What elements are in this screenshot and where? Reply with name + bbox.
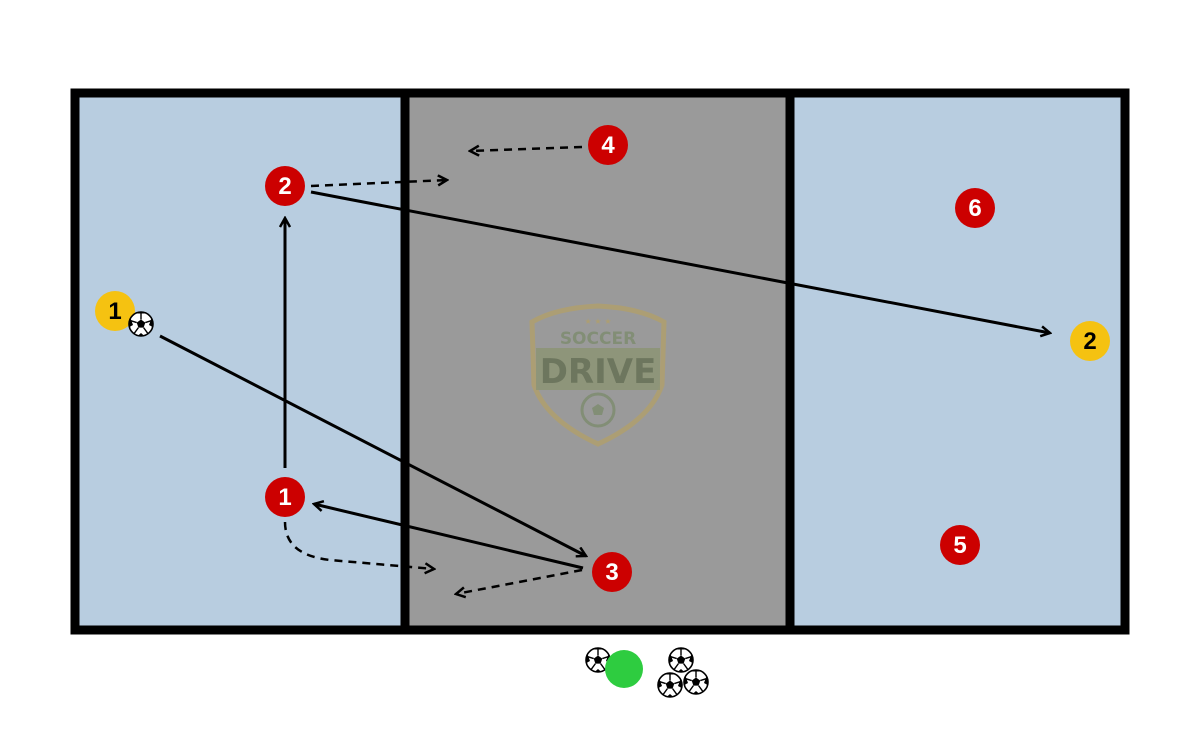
soccer-ball-icon <box>657 672 683 698</box>
soccer-ball-icon <box>668 647 694 673</box>
yellow-player-1: 1 <box>95 291 135 331</box>
player-label: 4 <box>601 132 615 159</box>
red-player-3: 3 <box>592 552 632 592</box>
red-player-2: 2 <box>265 166 305 206</box>
run-line <box>310 180 447 188</box>
soccer-drive-logo: ★ ★ ★ SOCCER DRIVE <box>529 303 667 447</box>
player-label: 5 <box>953 532 966 559</box>
pass-line <box>310 190 1050 333</box>
player-label: 1 <box>278 484 291 511</box>
left-zone <box>75 93 405 630</box>
logo-ball-icon <box>580 392 616 428</box>
coach-marker-icon <box>605 650 643 688</box>
soccer-ball-icon <box>128 311 154 337</box>
run-line <box>456 568 583 594</box>
soccer-ball-icon <box>683 669 709 695</box>
red-player-1: 1 <box>265 477 305 517</box>
yellow-player-2: 2 <box>1070 321 1110 361</box>
pass-line <box>159 334 586 556</box>
red-player-4: 4 <box>588 125 628 165</box>
player-label: 3 <box>605 559 618 586</box>
player-label: 2 <box>278 173 291 200</box>
logo-stars: ★ ★ ★ <box>584 317 611 326</box>
field-border <box>70 88 1130 635</box>
movement-lines <box>159 147 1050 594</box>
red-player-6: 6 <box>955 188 995 228</box>
red-player-5: 5 <box>940 525 980 565</box>
pass-line <box>314 504 584 570</box>
logo-top-text: SOCCER <box>560 329 636 349</box>
player-label: 2 <box>1083 328 1096 355</box>
run-line <box>283 521 434 569</box>
run-line <box>470 147 583 151</box>
player-label: 1 <box>108 298 121 325</box>
player-label: 6 <box>968 195 981 222</box>
logo-main-text: DRIVE <box>540 352 657 392</box>
